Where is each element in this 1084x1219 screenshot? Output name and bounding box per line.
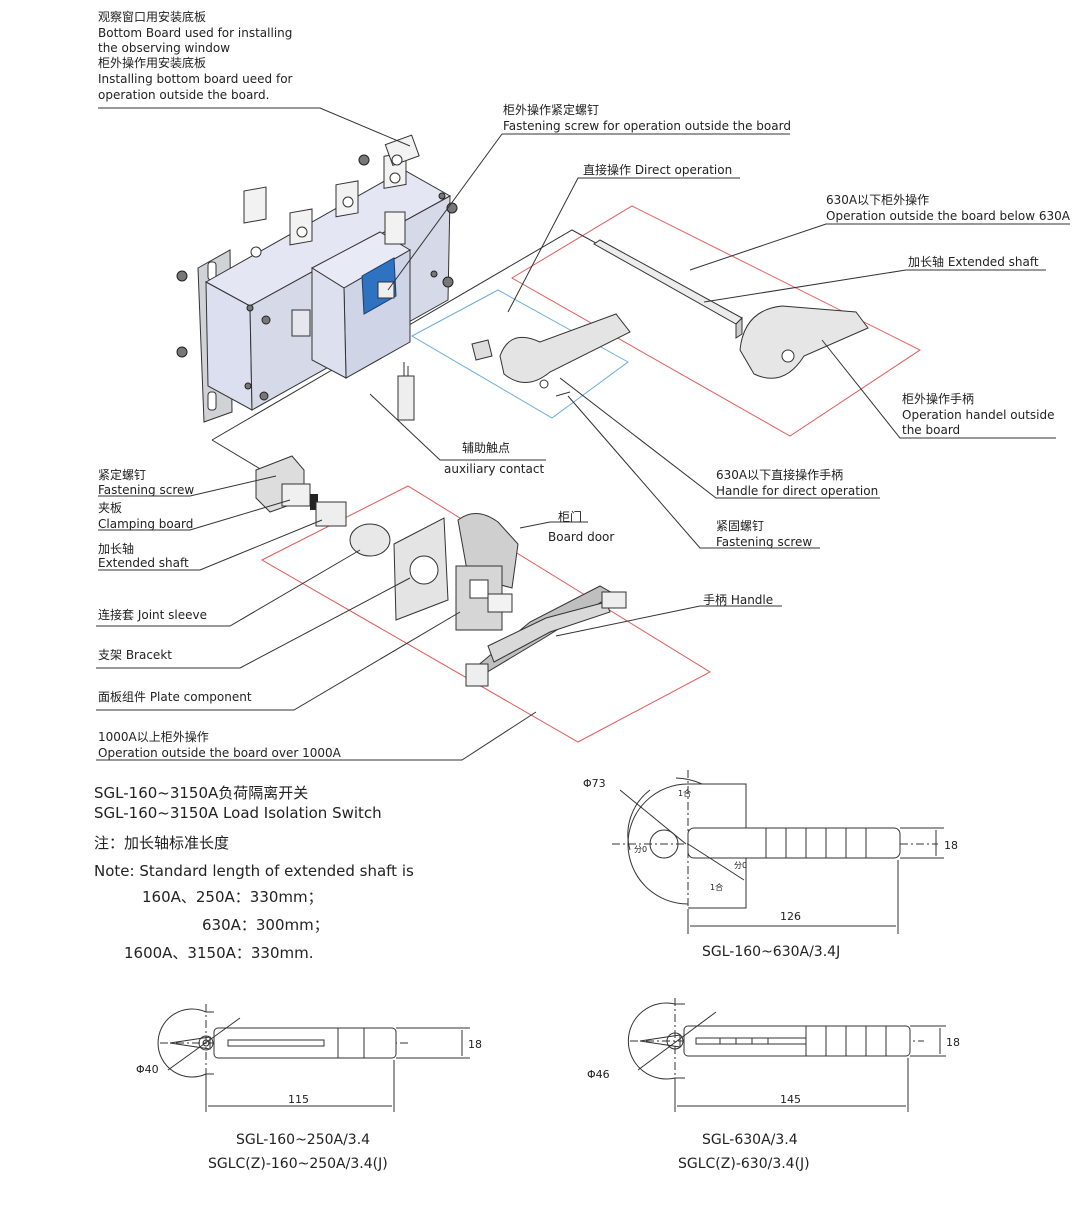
callout-plate-component: 面板组件 Plate component — [98, 690, 252, 704]
dim-width-126: 126 — [780, 910, 801, 923]
note-line-1: 160A、250A：330mm； — [142, 888, 323, 906]
direct-handle-part — [471, 313, 631, 397]
callout-joint-sleeve: 连接套 Joint sleeve — [98, 607, 207, 622]
callout-text: 柜门 — [558, 509, 582, 524]
callout-text: 柜外操作紧定螺钉 — [503, 102, 599, 117]
callout-text: Extended shaft — [98, 556, 189, 570]
frame-direct — [410, 289, 629, 419]
dim-dia-73: Φ73 — [583, 777, 606, 790]
callout-text: Operation handel outside — [902, 408, 1054, 422]
callout-text: operation outside the board. — [98, 88, 269, 102]
dim-height-18: 18 — [468, 1038, 482, 1051]
caption-sglc-630: SGLC(Z)-630/3.4(J) — [678, 1156, 810, 1172]
title-cn: SGL-160~3150A负荷隔离开关 — [94, 784, 308, 802]
callout-text: Board door — [548, 530, 614, 544]
shaft-assembly-part — [255, 455, 627, 687]
callout-text: 柜外操作用安装底板 — [98, 55, 206, 70]
switch-body — [176, 134, 458, 423]
mark-off: 分0 — [734, 861, 747, 870]
dim-height-18: 18 — [944, 839, 958, 852]
notes-block: SGL-160~3150A负荷隔离开关 SGL-160~3150A Load I… — [94, 784, 414, 962]
note-en: Note: Standard length of extended shaft … — [94, 862, 414, 880]
caption-160-250: SGL-160~250A/3.4 — [236, 1132, 370, 1148]
leader-lines — [96, 107, 1070, 761]
note-cn: 注：加长轴标准长度 — [94, 834, 229, 852]
mark-on: 1合 — [678, 788, 691, 798]
title-en: SGL-160~3150A Load Isolation Switch — [94, 804, 382, 822]
callout-text: the observing window — [98, 41, 230, 55]
outside-handle-part — [593, 239, 869, 379]
drawing-630 — [627, 998, 946, 1112]
callout-text: 630A以下直接操作手柄 — [716, 467, 843, 482]
note-line-2: 630A：300mm； — [202, 916, 329, 934]
callout-text: 夹板 — [98, 501, 122, 515]
callout-handle: 手柄 Handle — [703, 593, 773, 607]
note-line-3: 1600A、3150A：330mm. — [124, 944, 314, 962]
mark-on: 1合 — [710, 882, 723, 892]
callout-text: 630A以下柜外操作 — [826, 192, 929, 207]
drawing-160-630 — [612, 770, 944, 934]
frame-below-630 — [511, 205, 921, 437]
callout-direct-operation: 直接操作 Direct operation — [583, 162, 732, 177]
callout-text: 紧定螺钉 — [98, 467, 146, 482]
callout-text: auxiliary contact — [444, 462, 544, 476]
callout-text: 加长轴 — [98, 541, 134, 556]
caption-sglc-160-250: SGLC(Z)-160~250A/3.4(J) — [208, 1156, 388, 1172]
caption-630: SGL-630A/3.4 — [702, 1132, 798, 1148]
callout-bottom-board: 观察窗口用安装底板 Bottom Board used for installi… — [98, 9, 293, 102]
callout-bracket: 支架 Bracekt — [98, 648, 172, 662]
callout-text: the board — [902, 423, 960, 437]
callout-text: 观察窗口用安装底板 — [98, 9, 206, 24]
drawing-160-250 — [157, 1004, 470, 1112]
callout-text: 1000A以上柜外操作 — [98, 729, 209, 744]
callout-text: Operation outside the board over 1000A — [98, 746, 342, 760]
mark-off: 分0 — [634, 845, 647, 854]
callout-text: Bottom Board used for installing — [98, 26, 292, 40]
dim-dia-40: Φ40 — [136, 1063, 159, 1076]
callout-text: 辅助触点 — [462, 441, 510, 455]
dim-width-115: 115 — [288, 1093, 309, 1106]
callout-text: 柜外操作手柄 — [902, 391, 974, 406]
callout-text: Handle for direct operation — [716, 484, 878, 498]
callout-text: 紧固螺钉 — [716, 519, 764, 533]
callout-text: Fastening screw for operation outside th… — [503, 119, 791, 133]
caption-160-630: SGL-160~630A/3.4J — [702, 944, 840, 960]
callout-extended-shaft: 加长轴 Extended shaft — [908, 254, 1039, 269]
dim-height-18: 18 — [946, 1036, 960, 1049]
auxiliary-contact-part — [397, 362, 415, 421]
callout-text: Clamping board — [98, 517, 193, 531]
callout-text: Fastening screw — [716, 535, 812, 549]
dim-dia-46: Φ46 — [587, 1068, 610, 1081]
callout-text: Fastening screw — [98, 483, 194, 497]
callout-text: Operation outside the board below 630A — [826, 209, 1071, 223]
dim-width-145: 145 — [780, 1093, 801, 1106]
callout-text: Installing bottom board ueed for — [98, 72, 293, 86]
